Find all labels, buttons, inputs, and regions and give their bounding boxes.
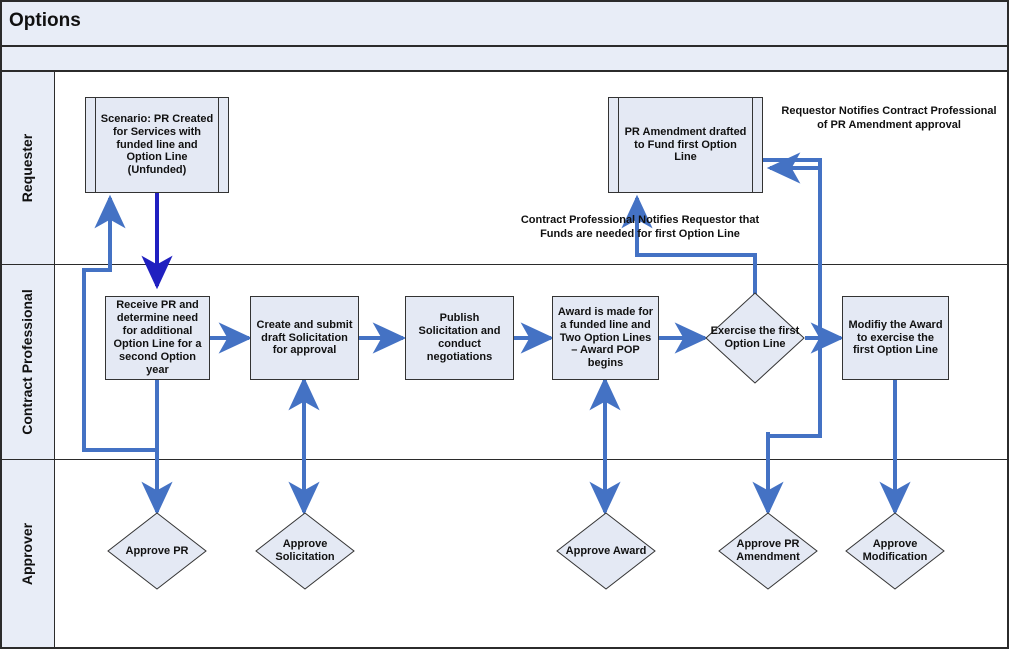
node-create-submit-label: Create and submit draft Solicitation for… [256,318,353,357]
node-modify-award[interactable]: Modifiy the Award to exercise the first … [842,296,949,380]
diamond-shape [107,512,207,590]
node-receive-pr-label: Receive PR and determine need for additi… [113,299,202,376]
node-approve-pr-amendment-label: Approve PR Amendment [736,538,800,563]
node-exercise-first-option-line[interactable]: Exercise the first Option Line [705,292,805,384]
node-approve-modification-label: Approve Modification [862,538,928,563]
node-award-made-label: Award is made for a funded line and Two … [557,305,654,370]
annotation-cp-notifies-text: Contract Professional Notifies Requestor… [520,214,760,241]
lane-header-approver: Approver [0,460,55,647]
node-exercise-label: Exercise the first Option Line [710,325,800,350]
diagram-title-bar: Options [0,0,1009,47]
diamond-shape [255,512,355,590]
node-publish-solicitation[interactable]: Publish Solicitation and conduct negotia… [405,296,514,380]
diamond-shape [845,512,945,590]
node-scenario[interactable]: Scenario: PR Created for Services with f… [85,97,229,193]
node-approve-modification[interactable]: Approve Modification [845,512,945,590]
node-approve-solicitation[interactable]: Approve Solicitation [255,512,355,590]
node-approve-award-label: Approve Award [565,544,647,557]
node-pr-amendment-label: PR Amendment drafted to Fund first Optio… [624,125,747,164]
node-create-submit[interactable]: Create and submit draft Solicitation for… [250,296,359,380]
node-approve-award[interactable]: Approve Award [556,512,656,590]
node-approve-pr[interactable]: Approve PR [107,512,207,590]
diamond-shape [556,512,656,590]
lane-header-contract-professional: Contract Professional [0,265,55,459]
node-approve-solicitation-label: Approve Solicitation [275,538,335,563]
lane-header-requester: Requester [0,72,55,264]
diamond-shape [718,512,818,590]
node-approve-pr-amendment[interactable]: Approve PR Amendment [718,512,818,590]
node-approve-pr-label: Approve PR [125,544,189,557]
node-pr-amendment[interactable]: PR Amendment drafted to Fund first Optio… [608,97,763,193]
annotation-requestor-notifies-text: Requestor Notifies Contract Professional… [781,105,997,132]
node-scenario-label: Scenario: PR Created for Services with f… [100,112,214,177]
page-title: Options [9,10,81,31]
node-receive-pr[interactable]: Receive PR and determine need for additi… [105,296,210,380]
node-modify-award-label: Modifiy the Award to exercise the first … [848,318,943,357]
annotation-cp-notifies: Contract Professional Notifies Requestor… [518,213,762,242]
annotation-requestor-notifies: Requestor Notifies Contract Professional… [775,104,1003,133]
diagram-subtitle-bar [0,47,1009,72]
node-award-made[interactable]: Award is made for a funded line and Two … [552,296,659,380]
node-publish-solicitation-label: Publish Solicitation and conduct negotia… [418,312,501,363]
